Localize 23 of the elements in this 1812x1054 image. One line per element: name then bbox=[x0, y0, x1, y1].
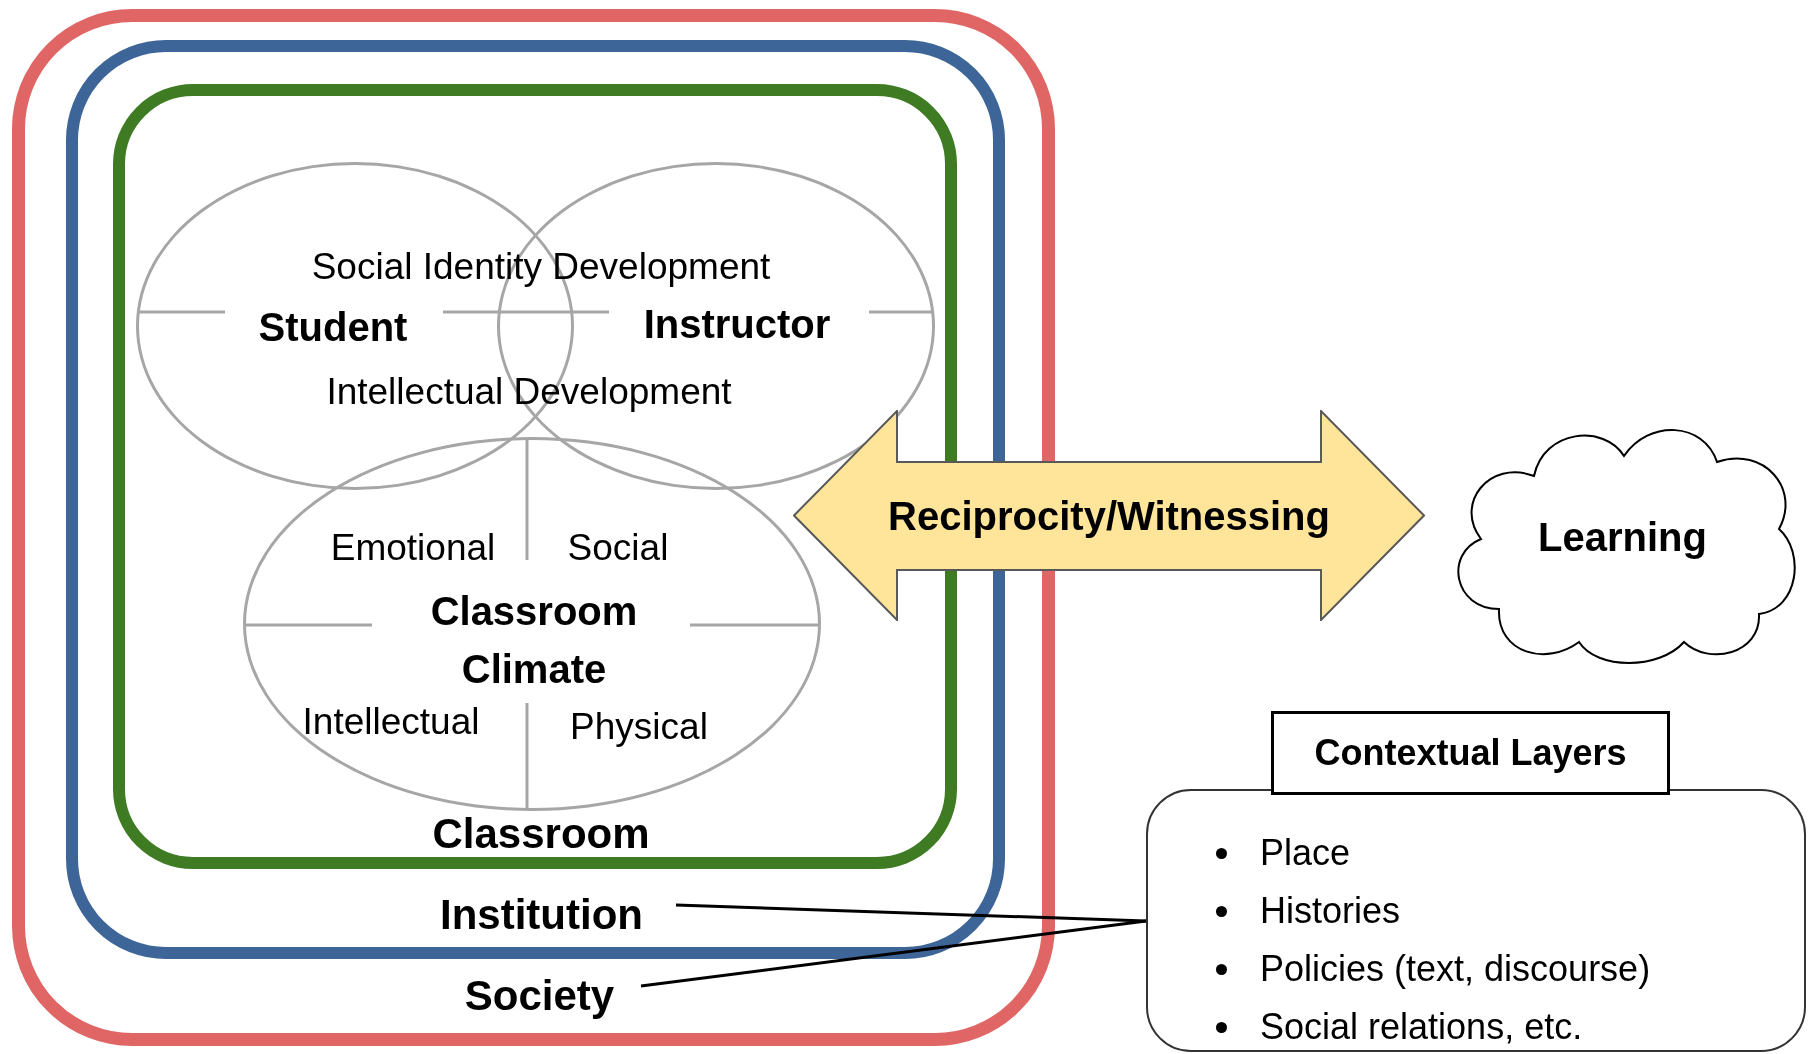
text-label: Social bbox=[567, 528, 669, 566]
list-item: Social relations, etc. bbox=[1260, 1005, 1584, 1049]
heading-text: Contextual Layers bbox=[1314, 735, 1627, 771]
text-label: Intellectual bbox=[302, 702, 480, 740]
leader-line bbox=[675, 903, 1147, 923]
heading-box bbox=[1271, 711, 1670, 795]
text-label: Social Identity Development bbox=[311, 247, 771, 285]
ellipse-label: Instructor bbox=[642, 301, 832, 348]
list-item: Place bbox=[1260, 831, 1352, 875]
text-label: Emotional bbox=[330, 528, 496, 566]
cloud-label: Learning bbox=[1538, 517, 1707, 557]
list-item: Policies (text, discourse) bbox=[1260, 947, 1652, 991]
text-label: Physical bbox=[570, 707, 708, 745]
ellipse-label: Classroom Climate bbox=[429, 588, 639, 693]
layer-label: Society bbox=[464, 975, 615, 1017]
list-box bbox=[1146, 789, 1806, 1052]
list-item: Histories bbox=[1260, 889, 1402, 933]
arrow-label: Reciprocity/Witnessing bbox=[888, 495, 1330, 536]
layer-label: Institution bbox=[440, 894, 643, 936]
text-label: Intellectual Development bbox=[326, 372, 732, 410]
leader-line bbox=[640, 919, 1147, 988]
ellipse-label: Student bbox=[257, 304, 409, 351]
layer-label: Classroom bbox=[432, 813, 650, 855]
